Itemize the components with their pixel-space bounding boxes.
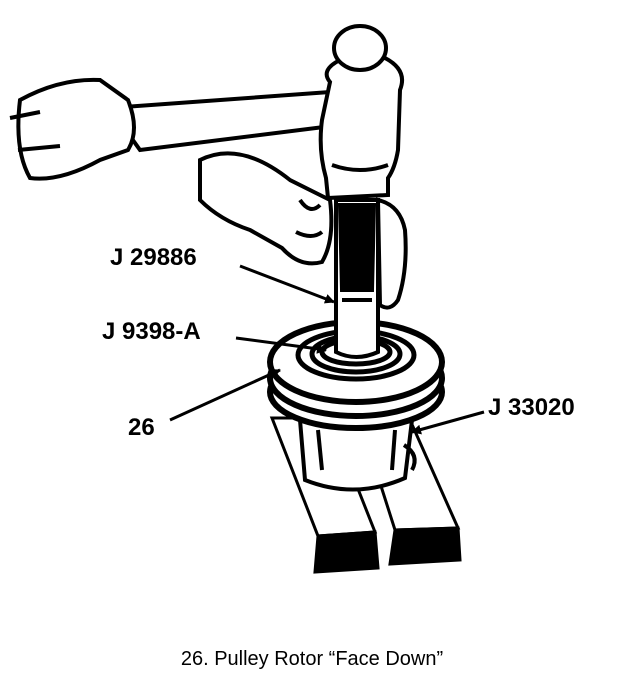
left-wood-block-front bbox=[313, 530, 380, 574]
label-j29886: J 29886 bbox=[110, 244, 197, 271]
hammer-handle bbox=[106, 89, 335, 153]
left-hand bbox=[198, 151, 334, 266]
figure-caption: 26. Pulley Rotor “Face Down” bbox=[180, 648, 444, 670]
leader-j33020 bbox=[411, 410, 485, 435]
hammer-head bbox=[318, 55, 405, 201]
leader-26 bbox=[169, 368, 281, 422]
right-wood-block-front bbox=[388, 526, 462, 566]
hammer-ball bbox=[332, 24, 388, 72]
hands bbox=[9, 77, 408, 310]
label-j33020: J 33020 bbox=[488, 394, 575, 421]
support-tool-j33020 bbox=[297, 418, 417, 492]
label-26: 26 bbox=[128, 414, 155, 441]
hammer bbox=[106, 24, 405, 201]
right-hand bbox=[16, 77, 136, 181]
leader-lines bbox=[169, 264, 485, 435]
handle-j29886 bbox=[334, 198, 380, 359]
label-j9398a: J 9398-A bbox=[102, 318, 201, 345]
leader-j9398a bbox=[235, 336, 327, 354]
leader-j29886 bbox=[239, 264, 335, 304]
